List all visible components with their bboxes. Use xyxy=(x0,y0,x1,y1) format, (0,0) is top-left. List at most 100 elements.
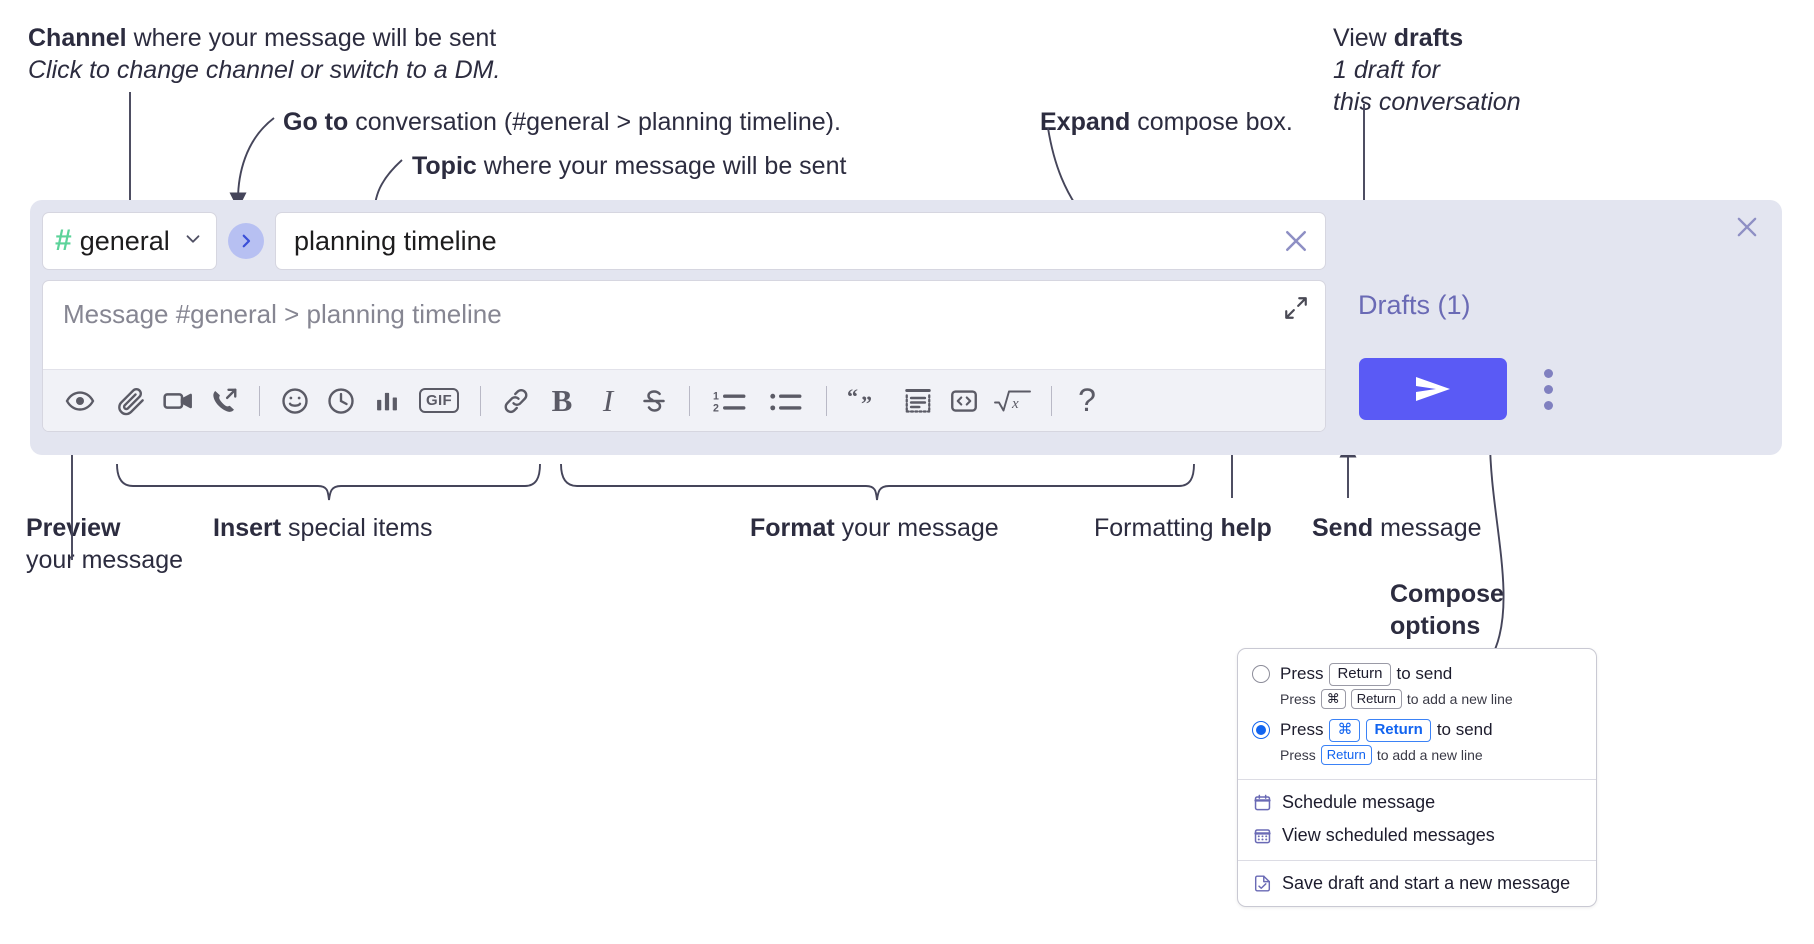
compose-header-row: # general planning timeline xyxy=(42,212,1326,270)
close-icon xyxy=(1737,217,1757,237)
more-options-icon-dot xyxy=(1543,368,1553,378)
annotation-drafts: View drafts 1 draft for this conversatio… xyxy=(1333,22,1521,118)
question-mark-icon: ? xyxy=(1078,382,1096,418)
key-return: Return xyxy=(1329,663,1391,686)
attachment-button[interactable] xyxy=(109,378,155,424)
ordered-list-icon: 1 2 xyxy=(713,390,746,414)
bulleted-list-button[interactable] xyxy=(758,378,814,424)
svg-text:x: x xyxy=(1011,396,1019,412)
more-options-icon-dot xyxy=(1543,400,1553,410)
strikethrough-button[interactable] xyxy=(631,378,677,424)
bold-icon: B xyxy=(551,382,573,418)
menu-item-view-scheduled-messages[interactable]: View scheduled messages xyxy=(1238,819,1596,852)
topic-input[interactable]: planning timeline xyxy=(275,212,1326,270)
annotation-send-bold: Send xyxy=(1312,514,1374,542)
annotation-format: Format your message xyxy=(750,512,999,544)
annotation-topic-rest: where your message will be sent xyxy=(476,152,847,180)
radio-button[interactable] xyxy=(1252,665,1270,684)
annotation-topic: Topic where your message will be sent xyxy=(412,150,846,182)
message-input[interactable]: Message #general > planning timeline xyxy=(43,281,1325,369)
newline-text: to add a new line xyxy=(1376,746,1483,763)
menu-option-cmd-return-subtext: Press Return to add a new line xyxy=(1238,742,1596,771)
menu-item-label: Schedule message xyxy=(1282,792,1436,812)
italic-button[interactable]: I xyxy=(585,378,631,424)
goto-conversation-button[interactable] xyxy=(228,223,264,259)
code-button[interactable] xyxy=(941,378,987,424)
menu-option-return-subtext: Press ⌘ Return to add a new line xyxy=(1238,686,1596,715)
message-box: Message #general > planning timeline xyxy=(42,280,1326,432)
svg-text:2: 2 xyxy=(713,402,719,414)
menu-item-label: Save draft and start a new message xyxy=(1282,873,1571,893)
send-icon xyxy=(1416,377,1450,401)
formatting-toolbar: GIF B I xyxy=(43,369,1325,431)
gif-button[interactable]: GIF xyxy=(410,378,468,424)
menu-divider xyxy=(1238,779,1596,780)
save-draft-icon xyxy=(1252,874,1272,894)
chevron-right-icon xyxy=(242,234,251,248)
code-block-icon xyxy=(905,388,931,413)
poll-button[interactable] xyxy=(364,378,410,424)
annotation-preview: Preview your message xyxy=(26,512,183,576)
link-button[interactable] xyxy=(493,378,539,424)
radio-button-selected[interactable] xyxy=(1252,721,1270,740)
menu-option-cmd-return-to-send[interactable]: Press ⌘ Return to send xyxy=(1238,715,1596,742)
italic-icon: I xyxy=(602,382,614,418)
annotation-drafts-italic-2: this conversation xyxy=(1333,88,1521,116)
clock-icon xyxy=(328,387,354,414)
formatting-help-button[interactable]: ? xyxy=(1064,378,1110,424)
chevron-down-icon xyxy=(182,228,204,255)
recent-button[interactable] xyxy=(318,378,364,424)
expand-compose-button[interactable] xyxy=(1283,295,1309,326)
annotation-send-rest: message xyxy=(1373,514,1482,542)
compose-options-menu: Press Return to send Press ⌘ Return to a… xyxy=(1237,648,1597,907)
menu-divider xyxy=(1238,860,1596,861)
emoji-icon xyxy=(282,387,308,414)
annotation-expand-bold: Expand xyxy=(1040,108,1131,136)
audio-clip-button[interactable] xyxy=(201,378,247,424)
audio-icon xyxy=(213,388,237,412)
more-options-icon-dot xyxy=(1543,384,1553,394)
annotation-drafts-lead: View xyxy=(1333,24,1394,52)
blockquote-icon: “ ” xyxy=(847,386,872,416)
annotation-format-rest: your message xyxy=(834,514,999,542)
annotation-insert-bold: Insert xyxy=(213,514,282,542)
compose-panel-right: Drafts (1) xyxy=(1340,200,1782,455)
blockquote-button[interactable]: “ ” xyxy=(839,378,895,424)
annotation-channel-rest: where your message will be sent xyxy=(126,24,497,52)
video-icon xyxy=(163,392,192,409)
toolbar-separator xyxy=(480,385,481,416)
ordered-list-button[interactable]: 1 2 xyxy=(702,378,758,424)
preview-button[interactable] xyxy=(57,378,103,424)
press-text: Press xyxy=(1280,690,1316,707)
annotation-channel: Channel where your message will be sent … xyxy=(28,22,500,86)
key-return: Return xyxy=(1366,719,1431,742)
code-icon xyxy=(951,389,977,412)
annotation-channel-italic: Click to change channel or switch to a D… xyxy=(28,56,501,84)
math-button[interactable]: x xyxy=(987,378,1039,424)
compose-options-button[interactable] xyxy=(1536,365,1560,413)
topic-clear-button[interactable] xyxy=(1281,226,1311,256)
annotation-drafts-italic-1: 1 draft for xyxy=(1333,56,1440,84)
hash-icon: # xyxy=(55,224,72,257)
drafts-link[interactable]: Drafts (1) xyxy=(1358,290,1471,320)
math-icon: x xyxy=(994,390,1031,412)
toolbar-separator xyxy=(689,385,690,416)
code-block-button[interactable] xyxy=(895,378,941,424)
toolbar-separator xyxy=(1051,385,1052,416)
menu-item-schedule-message[interactable]: Schedule message xyxy=(1238,786,1596,819)
panel-close-button[interactable] xyxy=(1730,210,1764,244)
send-button[interactable] xyxy=(1359,358,1507,420)
channel-picker[interactable]: # general xyxy=(42,212,217,270)
emoji-button[interactable] xyxy=(272,378,318,424)
key-return: Return xyxy=(1320,744,1372,765)
annotation-format-bold: Format xyxy=(750,514,835,542)
strikethrough-icon xyxy=(643,389,665,412)
video-clip-button[interactable] xyxy=(155,378,201,424)
menu-item-save-draft[interactable]: Save draft and start a new message xyxy=(1238,867,1596,900)
expand-icon xyxy=(1285,297,1307,319)
key-command: ⌘ xyxy=(1320,688,1346,709)
menu-option-return-to-send[interactable]: Press Return to send xyxy=(1238,659,1596,686)
bold-button[interactable]: B xyxy=(539,378,585,424)
poll-icon xyxy=(377,392,397,410)
